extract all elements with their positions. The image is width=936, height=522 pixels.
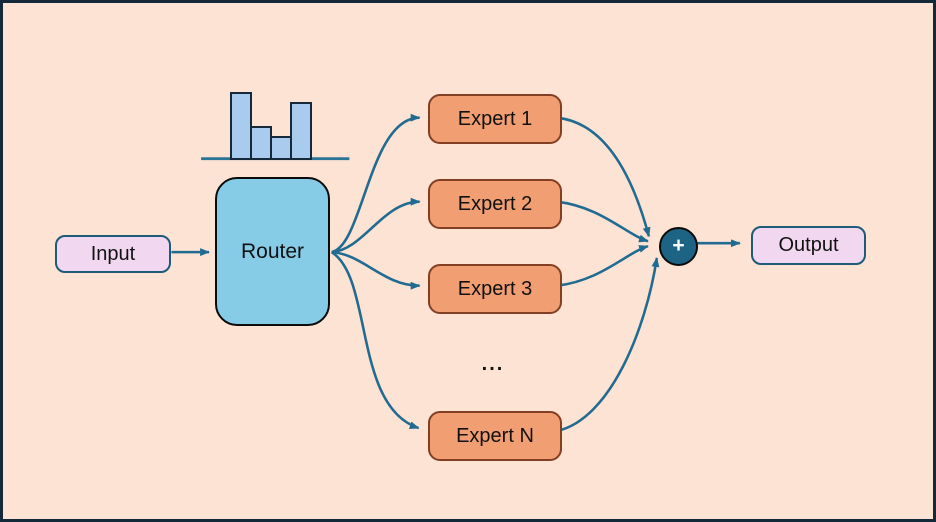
histogram-bar xyxy=(230,92,252,160)
router-node: Router xyxy=(215,177,330,326)
arrow-expert-n-to-sum xyxy=(556,257,660,433)
arrow-router-to-expert-n xyxy=(330,251,420,430)
router-label: Router xyxy=(240,239,305,263)
arrow-router-to-expert-2 xyxy=(331,197,421,254)
expert-2-node: Expert 2 xyxy=(428,179,562,229)
experts-ellipsis: ... xyxy=(481,353,505,375)
expert-1-node: Expert 1 xyxy=(428,94,562,144)
expert-2-label: Expert 2 xyxy=(457,192,533,215)
output-label: Output xyxy=(778,234,839,256)
arrow-router-to-expert-3 xyxy=(331,250,421,290)
expert-n-label: Expert N xyxy=(456,424,534,447)
output-node: Output xyxy=(751,226,866,265)
arrow-router-to-expert-1 xyxy=(331,113,421,254)
expert-3-node: Expert 3 xyxy=(428,264,562,314)
histogram-bar xyxy=(290,102,312,160)
histogram-icon xyxy=(230,92,312,160)
arrow-expert-1-to-sum xyxy=(556,116,651,238)
arrow-expert-2-to-sum xyxy=(556,200,649,243)
histogram-bar xyxy=(270,136,292,160)
histogram-bar xyxy=(250,126,272,160)
connector-layer xyxy=(171,113,741,433)
expert-n-node: Expert N xyxy=(428,411,562,461)
sum-node: + xyxy=(659,227,698,266)
expert-3-label: Expert 3 xyxy=(457,277,533,300)
input-node: Input xyxy=(55,235,171,273)
plus-icon: + xyxy=(672,233,685,257)
input-label: Input xyxy=(90,242,136,265)
expert-1-label: Expert 1 xyxy=(457,107,533,130)
arrow-expert-3-to-sum xyxy=(556,244,649,287)
